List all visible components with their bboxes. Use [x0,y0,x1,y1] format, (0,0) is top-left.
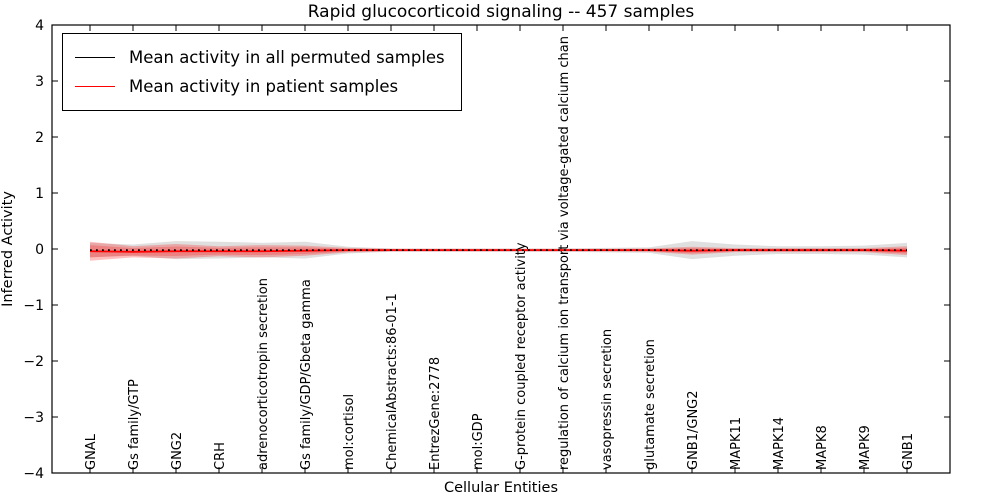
y-tick-label: −3 [23,410,44,426]
x-tick-label: MAPK14 [772,417,787,470]
y-tick-label: −1 [23,298,44,314]
x-tick-label: G-protein coupled receptor activity [514,242,529,470]
y-tick-label: 3 [35,74,44,90]
legend-line-permuted-samples [75,57,115,58]
x-tick-label: glutamate secretion [643,339,658,470]
x-tick-label: adrenocorticotropin secretion [256,278,271,470]
x-axis-label: Cellular Entities [443,480,559,496]
y-axis-label: Inferred Activity [0,191,16,307]
x-tick-label: GNB1 [901,433,916,470]
x-tick-label: GNB1/GNG2 [686,390,701,470]
legend-label-patient-samples: Mean activity in patient samples [129,77,399,96]
y-tick-label: 1 [35,186,44,202]
x-tick-label: regulation of calcium ion transport via … [557,36,572,470]
x-tick-label: GNG2 [170,432,185,470]
x-tick-label: GNAL [84,433,99,470]
x-tick-label: Gs family/GDP/Gbeta gamma [299,279,314,470]
legend-line-patient-samples [75,86,115,87]
chart-title: Rapid glucocorticoid signaling -- 457 sa… [307,2,695,22]
x-tick-label: Gs family/GTP [127,379,142,470]
y-tick-label: −2 [23,354,44,370]
x-tick-label: vasopressin secretion [600,329,615,470]
patient-band-outer [90,241,907,261]
legend-item-patient: Mean activity in patient samples [75,72,445,101]
x-tick-label: MAPK11 [729,417,744,470]
x-tick-label: MAPK8 [815,425,830,470]
y-tick-label: 4 [35,18,44,34]
x-tick-label: CRH [213,442,228,470]
legend-item-permuted: Mean activity in all permuted samples [75,43,445,72]
y-tick-label: 0 [35,242,44,258]
x-tick-label: mol:GDP [471,413,486,470]
x-tick-label: ChemicalAbstracts:86-01-1 [385,293,400,470]
legend-label-permuted-samples: Mean activity in all permuted samples [129,48,445,67]
legend: Mean activity in all permuted samples Me… [62,33,462,111]
x-tick-label: MAPK9 [858,425,873,470]
x-tick-label: EntrezGene:2778 [428,357,443,470]
y-tick-label: −4 [23,466,44,482]
y-tick-label: 2 [35,130,44,146]
patient-band-inner [90,245,907,258]
x-tick-label: mol:cortisol [342,394,357,470]
